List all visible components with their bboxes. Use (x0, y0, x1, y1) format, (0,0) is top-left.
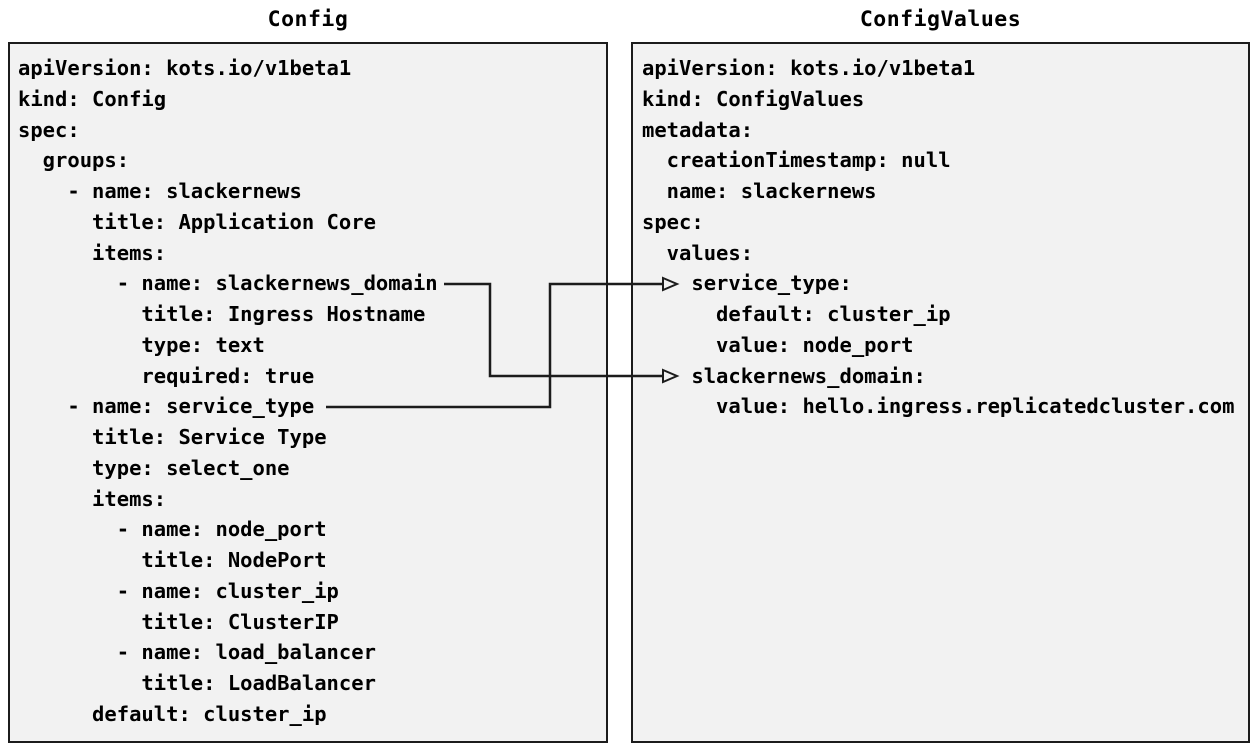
configvalues-code-box: apiVersion: kots.io/v1beta1 kind: ConfigV… (631, 42, 1250, 743)
code-line: spec: (18, 117, 80, 142)
code-line: - name: slackernews_domain (18, 271, 438, 296)
code-line: items: (18, 486, 167, 511)
code-line: type: text (18, 332, 265, 357)
code-line: - name: service_type (18, 394, 315, 419)
code-line: kind: ConfigValues (642, 86, 865, 111)
code-line: title: Service Type (18, 425, 327, 449)
code-line: title: Ingress Hostname (18, 302, 426, 326)
code-line: values: (642, 240, 754, 265)
code-line: - name: slackernews (18, 179, 302, 203)
code-line: title: ClusterIP (18, 609, 339, 634)
code-line: groups: (18, 148, 130, 173)
code-line: default: cluster_ip (18, 701, 327, 726)
code-line: creationTimestamp: null (642, 148, 951, 173)
code-line: - name: cluster_ip (18, 578, 339, 603)
code-line: - name: load_balancer (18, 640, 376, 665)
code-line: title: Application Core (18, 209, 376, 234)
config-code-box: apiVersion: kots.io/v1beta1 kind: Config s… (8, 42, 608, 743)
code-line: items: (18, 240, 167, 265)
code-line: slackernews_domain: (642, 363, 926, 388)
code-line: apiVersion: kots.io/v1beta1 (18, 56, 352, 80)
code-line: - name: node_port (18, 517, 327, 542)
code-line: type: select_one (18, 455, 290, 480)
code-line: name: slackernews (642, 179, 877, 203)
code-line: metadata: (642, 117, 754, 142)
code-line: kind: Config (18, 86, 167, 111)
configvalues-title: ConfigValues (859, 7, 1022, 32)
code-line: default: cluster_ip (642, 302, 951, 326)
code-line: value: hello.ingress.replicatedcluster.c… (642, 394, 1235, 419)
code-line: title: NodePort (18, 548, 327, 572)
code-line: service_type: (642, 271, 852, 296)
code-line: spec: (642, 209, 704, 234)
code-line: value: node_port (642, 332, 914, 357)
code-line: required: true (18, 363, 315, 388)
code-line: apiVersion: kots.io/v1beta1 (642, 56, 976, 80)
code-line: title: LoadBalancer (18, 671, 376, 695)
config-title: Config (267, 7, 349, 32)
